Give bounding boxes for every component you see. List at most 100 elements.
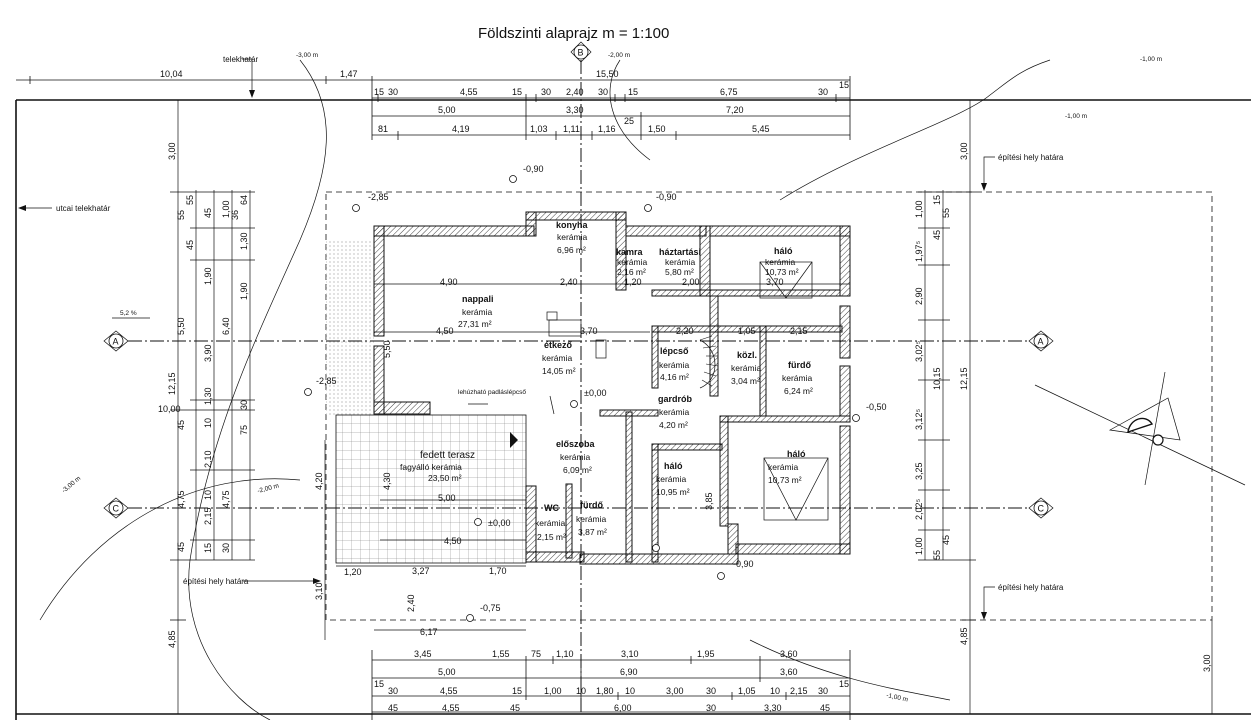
- svg-text:2,00: 2,00: [682, 277, 700, 287]
- svg-text:1,00: 1,00: [914, 537, 924, 555]
- table-icon: [548, 319, 582, 337]
- svg-text:6,96 m²: 6,96 m²: [557, 245, 586, 255]
- svg-text:kerámia: kerámia: [576, 514, 607, 524]
- svg-text:45: 45: [203, 208, 213, 218]
- level-label: -3,00 m: [61, 475, 82, 495]
- svg-text:1,50: 1,50: [648, 124, 666, 134]
- terrace-floor: [335, 414, 527, 564]
- svg-text:háló: háló: [664, 461, 683, 471]
- svg-text:45: 45: [510, 703, 520, 713]
- svg-text:30: 30: [598, 87, 608, 97]
- svg-text:B: B: [578, 48, 584, 58]
- svg-text:6,17: 6,17: [420, 627, 438, 637]
- svg-text:4,85: 4,85: [167, 630, 177, 648]
- svg-text:nappali: nappali: [462, 294, 494, 304]
- svg-text:konyha: konyha: [556, 220, 589, 230]
- svg-text:2,15: 2,15: [203, 507, 213, 525]
- interior-dimensions: 4,90 2,40 1,20 2,00 3,70 4,50 3,70 1,05 …: [336, 277, 850, 637]
- street-line-label: utcai telekhatár: [18, 204, 111, 213]
- svg-text:2,15: 2,15: [790, 686, 808, 696]
- svg-text:5,50: 5,50: [382, 340, 392, 358]
- svg-text:30: 30: [706, 686, 716, 696]
- contour-line: [609, 59, 651, 161]
- svg-text:10: 10: [625, 686, 635, 696]
- svg-text:30: 30: [221, 543, 231, 553]
- svg-text:75: 75: [531, 649, 541, 659]
- svg-text:utcai telekhatár: utcai telekhatár: [56, 204, 111, 213]
- svg-text:45: 45: [185, 240, 195, 250]
- svg-text:30: 30: [706, 703, 716, 713]
- svg-text:A: A: [113, 337, 119, 347]
- svg-text:3,25: 3,25: [914, 462, 924, 480]
- svg-text:4,55: 4,55: [460, 87, 478, 97]
- level-label: -3,00 m: [296, 52, 318, 59]
- svg-text:telekhatár: telekhatár: [223, 55, 258, 64]
- svg-text:építési hely határa: építési hely határa: [998, 153, 1064, 162]
- svg-text:10: 10: [576, 686, 586, 696]
- svg-text:kerámia: kerámia: [768, 462, 799, 472]
- svg-text:3,30: 3,30: [566, 105, 584, 115]
- svg-text:1,55: 1,55: [492, 649, 510, 659]
- svg-text:55: 55: [176, 210, 186, 220]
- room-nappali: nappali kerámia 27,31 m²: [458, 294, 494, 329]
- svg-text:kerámia: kerámia: [462, 307, 493, 317]
- svg-text:3,90: 3,90: [203, 344, 213, 362]
- svg-text:5,00: 5,00: [438, 667, 456, 677]
- building-zone-label: építési hely határa: [183, 577, 321, 586]
- svg-text:2,02⁵: 2,02⁵: [914, 498, 924, 520]
- bed-cross: [763, 457, 829, 521]
- svg-text:4,20: 4,20: [314, 472, 324, 490]
- dimension-chain-right: 1,00 1,97⁵ 2,90 3,02⁵ 3,12⁵ 3,25 2,02⁵ 1…: [914, 100, 976, 714]
- svg-text:kerámia: kerámia: [656, 474, 687, 484]
- level-label: -1,00 m: [1065, 113, 1087, 120]
- svg-text:12,15: 12,15: [959, 367, 969, 390]
- svg-text:10: 10: [203, 418, 213, 428]
- room-halo-1: háló kerámia 10,73 m²: [765, 246, 799, 277]
- svg-text:55: 55: [185, 195, 195, 205]
- svg-text:építési hely határa: építési hely határa: [183, 577, 249, 586]
- svg-text:4,55: 4,55: [442, 703, 460, 713]
- svg-text:1,10: 1,10: [556, 649, 574, 659]
- svg-text:4,50: 4,50: [436, 326, 454, 336]
- svg-text:4,85: 4,85: [959, 627, 969, 645]
- svg-text:2,40: 2,40: [560, 277, 578, 287]
- svg-text:kerámia: kerámia: [560, 452, 591, 462]
- attic-stair-label: lehúzható padláslépcső: [458, 389, 555, 415]
- svg-text:3,60: 3,60: [780, 649, 798, 659]
- spot-levels: -0,90 -0,90 -2,85 -2,85 ±0,00 ±0,00 -0,7…: [304, 164, 887, 622]
- svg-text:10: 10: [770, 686, 780, 696]
- svg-text:10: 10: [203, 490, 213, 500]
- svg-text:45: 45: [176, 420, 186, 430]
- svg-text:3,87 m²: 3,87 m²: [578, 527, 607, 537]
- svg-text:-0,90: -0,90: [656, 192, 677, 202]
- svg-text:6,75: 6,75: [720, 87, 738, 97]
- svg-text:30: 30: [818, 87, 828, 97]
- svg-text:6,40: 6,40: [221, 317, 231, 335]
- svg-text:-0,90: -0,90: [733, 559, 754, 569]
- svg-text:15: 15: [374, 679, 384, 689]
- svg-text:lépcső: lépcső: [660, 346, 689, 356]
- room-eloszoba: előszoba kerámia 6,09 m²: [556, 439, 596, 475]
- svg-text:6,00: 6,00: [614, 703, 632, 713]
- svg-text:3,27: 3,27: [412, 566, 430, 576]
- svg-text:fedett terasz: fedett terasz: [420, 450, 475, 461]
- svg-text:4,20 m²: 4,20 m²: [659, 420, 688, 430]
- svg-text:2,15 m²: 2,15 m²: [537, 532, 566, 542]
- chair-icon: [595, 339, 607, 359]
- room-kamra: kamra kerámia 2,16 m²: [616, 247, 648, 277]
- dim-right-outer: 3,00: [1202, 654, 1212, 672]
- plan-title: Földszinti alaprajz m = 1:100: [478, 25, 669, 42]
- svg-text:5,00: 5,00: [438, 105, 456, 115]
- svg-text:kerámia: kerámia: [535, 518, 566, 528]
- svg-text:1,95: 1,95: [697, 649, 715, 659]
- building-zone-label: építési hely határa: [981, 583, 1064, 620]
- svg-text:3,00: 3,00: [959, 142, 969, 160]
- svg-text:5,2 %: 5,2 %: [120, 310, 137, 317]
- svg-text:kerámia: kerámia: [542, 353, 573, 363]
- svg-text:4,55: 4,55: [440, 686, 458, 696]
- level-label: -2,00 m: [608, 52, 630, 59]
- svg-text:-0,90: -0,90: [523, 164, 544, 174]
- svg-text:1,80: 1,80: [596, 686, 614, 696]
- svg-text:fürdő: fürdő: [788, 360, 811, 370]
